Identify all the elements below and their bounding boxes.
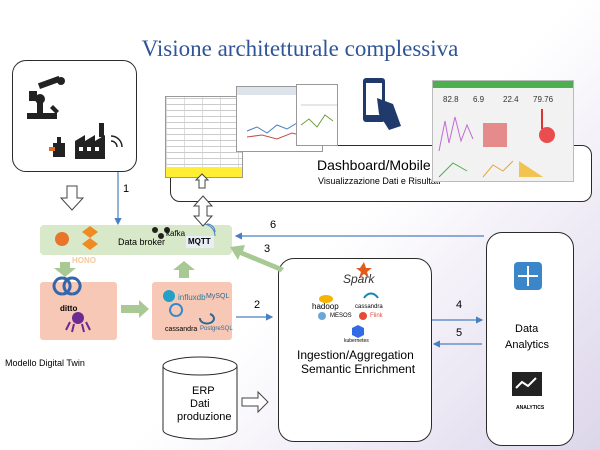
ingestion-box xyxy=(278,258,432,442)
analytics-line1: Data xyxy=(515,323,539,335)
page-title: Visione architetturale complessiva xyxy=(141,36,459,61)
dashboard-subtitle: Visualizzazione Dati e Risultati xyxy=(318,176,441,186)
erp-line1: ERP xyxy=(192,385,215,397)
factory-robot-icon xyxy=(27,75,123,159)
mysql-logo: MySQL xyxy=(206,293,230,300)
flow-label-2: 2 xyxy=(254,299,261,311)
mesos-logo: MESOS xyxy=(330,313,352,319)
flink-logo: Flink xyxy=(370,313,383,319)
flow-label-4: 4 xyxy=(456,299,463,311)
metric-4: 79.76 xyxy=(533,95,554,104)
hadoop-logo: hadoop xyxy=(312,302,339,311)
ingestion-line2: Semantic Enrichment xyxy=(301,362,416,376)
analytics-line2: Analytics xyxy=(505,339,550,351)
chart-screenshot-2 xyxy=(296,84,338,146)
postgres-logo: PostgreSQL xyxy=(200,326,233,332)
kubernetes-logo: kubernetes xyxy=(344,338,369,344)
metric-3: 22.4 xyxy=(503,95,519,104)
digital-twin-label: Modello Digital Twin xyxy=(5,358,85,368)
flow-label-6: 6 xyxy=(270,219,277,231)
flow-label-5: 5 xyxy=(456,327,463,339)
broker-label: Data broker xyxy=(118,237,166,247)
mobile-icon xyxy=(355,76,405,132)
ingestion-line1: Ingestion/Aggregation xyxy=(297,348,414,362)
influx-logo: influxdb xyxy=(178,293,206,302)
hono-logo: HONO xyxy=(72,256,96,265)
dashboard-title: Dashboard/Mobile xyxy=(317,157,431,173)
cassandra-logo-2: cassandra xyxy=(355,304,383,310)
analytics-icon-label: ANALYTICS xyxy=(516,405,545,411)
grafana-screenshot: 82.8 6.9 22.4 79.76 xyxy=(432,80,574,182)
cassandra-logo: cassandra xyxy=(165,326,198,333)
erp-line2: Dati xyxy=(190,398,210,410)
mqtt-logo: MQTT xyxy=(188,237,211,246)
metric-1: 82.8 xyxy=(443,95,459,104)
flow-label-1: 1 xyxy=(123,183,130,195)
spreadsheet-screenshot xyxy=(165,96,243,178)
spark-logo: Spark xyxy=(343,272,375,286)
metric-2: 6.9 xyxy=(473,95,485,104)
kafka-logo: kafka xyxy=(166,229,186,238)
erp-line3: produzione xyxy=(177,411,232,423)
flow-label-3: 3 xyxy=(264,243,271,255)
ditto-logo: ditto xyxy=(60,304,78,313)
source-box xyxy=(12,60,137,172)
